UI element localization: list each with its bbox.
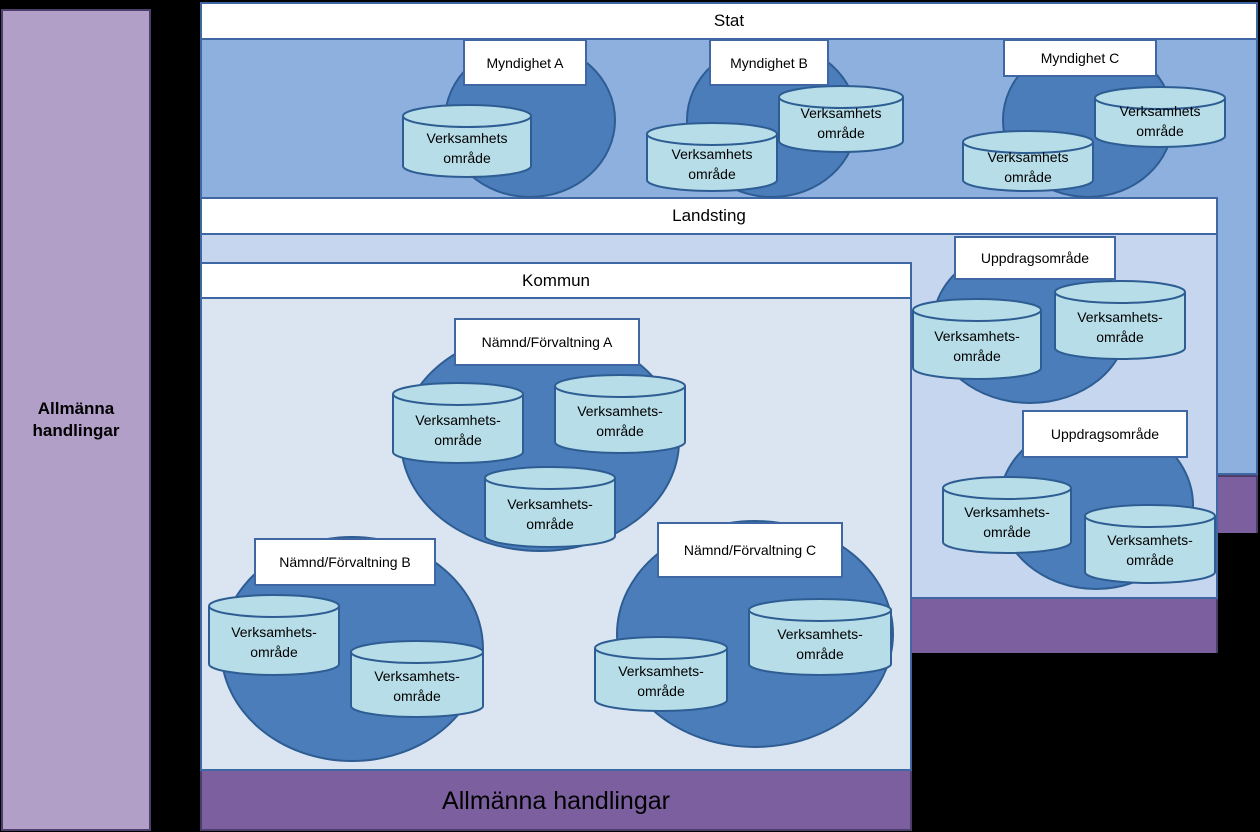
- cylinder-label-line-1: Verksamhets: [800, 105, 882, 121]
- uppdragsomrade-1-label: Uppdragsområde: [954, 236, 1116, 280]
- cylinder-label-line-2: område: [526, 516, 574, 532]
- cylinder-label-line-1: Verksamhets-: [777, 626, 863, 642]
- cylinder-label-line-2: område: [688, 166, 736, 182]
- cylinder-label-line-2: område: [1126, 552, 1174, 568]
- landsting-header: Landsting: [200, 197, 1218, 235]
- cylinder-label-line-2: område: [817, 125, 865, 141]
- kommun-header: Kommun: [200, 262, 912, 299]
- side-label-line-2: handlingar: [32, 421, 120, 440]
- cylinder-label-line-2: område: [1004, 169, 1052, 185]
- cylinder-label-line-1: Verksamhets-: [1107, 532, 1193, 548]
- verksamhetsomrade-cylinder: Verksamhets-område: [554, 374, 686, 454]
- cylinder-label-line-2: område: [250, 644, 298, 660]
- verksamhetsomrade-cylinder: Verksamhets-område: [748, 598, 892, 676]
- cylinder-label-line-2: område: [434, 432, 482, 448]
- kommun-shadow: [200, 769, 912, 831]
- side-label-line-1: Allmänna: [37, 399, 115, 418]
- curly-brace: [148, 0, 204, 832]
- verksamhetsomrade-cylinder: Verksamhets-område: [594, 636, 728, 712]
- cylinder-label-line-2: område: [953, 348, 1001, 364]
- namnd-c-label: Nämnd/Förvaltning C: [657, 522, 843, 578]
- namnd-b-label: Nämnd/Förvaltning B: [254, 538, 436, 586]
- side-label-panel: Allmänna handlingar: [1, 9, 151, 831]
- verksamhetsomrade-cylinder: Verksamhets-område: [1084, 504, 1216, 584]
- black-corner: [912, 653, 1260, 832]
- cylinder-label-line-1: Verksamhets-: [231, 624, 317, 640]
- verksamhetsomrade-cylinder: Verksamhets-område: [350, 640, 484, 718]
- cylinder-label-line-1: Verksamhets-: [415, 412, 501, 428]
- cylinder-label-line-2: område: [1096, 329, 1144, 345]
- cylinder-label-line-2: område: [596, 423, 644, 439]
- verksamhetsomrade-cylinder: Verksamhets-område: [912, 298, 1042, 380]
- myndighet-a-label: Myndighet A: [463, 39, 587, 86]
- cylinder-label-line-1: Verksamhets-: [618, 663, 704, 679]
- cylinder-label-line-2: område: [796, 646, 844, 662]
- cylinder-label-line-1: Verksamhets-: [964, 504, 1050, 520]
- cylinder-label-line-2: område: [1136, 123, 1184, 139]
- stat-header: Stat: [200, 2, 1258, 40]
- verksamhetsomrade-cylinder: Verksamhets-område: [484, 466, 616, 548]
- verksamhetsomrade-cylinder: Verksamhets-område: [392, 382, 524, 464]
- verksamhetsomrade-cylinder: Verksamhets-område: [208, 594, 340, 676]
- namnd-a-label: Nämnd/Förvaltning A: [454, 318, 640, 366]
- verksamhetsomrade-cylinder: Verksamhets-område: [1054, 280, 1186, 360]
- verksamhetsomrade-cylinder: Verksamhets område: [1094, 86, 1226, 148]
- myndighet-b-label: Myndighet B: [709, 39, 829, 86]
- black-corner-2: [1218, 533, 1260, 653]
- cylinder-label-line-1: Verksamhets-: [934, 328, 1020, 344]
- cylinder-label-line-1: Verksamhets: [987, 149, 1069, 165]
- cylinder-label-line-1: Verksamhets-: [507, 496, 593, 512]
- myndighet-c-label: Myndighet C: [1003, 39, 1157, 77]
- verksamhetsomrade-cylinder: Verksamhets område: [962, 130, 1094, 192]
- verksamhetsomrade-cylinder: Verksamhets-område: [942, 476, 1072, 554]
- cylinder-label-line-1: Verksamhets: [671, 146, 753, 162]
- cylinder-label-line-1: Verksamhets-: [577, 403, 663, 419]
- cylinder-label-line-1: Verksamhets-: [374, 668, 460, 684]
- verksamhetsomrade-cylinder: Verksamhets område: [778, 85, 904, 153]
- cylinder-label-line-2: område: [637, 683, 685, 699]
- verksamhetsomrade-cylinder: Verksamhets område: [402, 104, 532, 178]
- cylinder-label-line-1: Verksamhets: [426, 130, 508, 146]
- cylinder-label-line-2: område: [983, 524, 1031, 540]
- uppdragsomrade-2-label: Uppdragsområde: [1022, 410, 1188, 458]
- bottom-label: Allmänna handlingar: [442, 786, 670, 815]
- cylinder-label-line-1: Verksamhets-: [1077, 309, 1163, 325]
- cylinder-label-line-2: område: [393, 688, 441, 704]
- verksamhetsomrade-cylinder: Verksamhets område: [646, 122, 778, 192]
- cylinder-label-line-2: område: [443, 150, 491, 166]
- cylinder-label-line-1: Verksamhets: [1119, 103, 1201, 119]
- side-label: Allmänna handlingar: [33, 398, 120, 442]
